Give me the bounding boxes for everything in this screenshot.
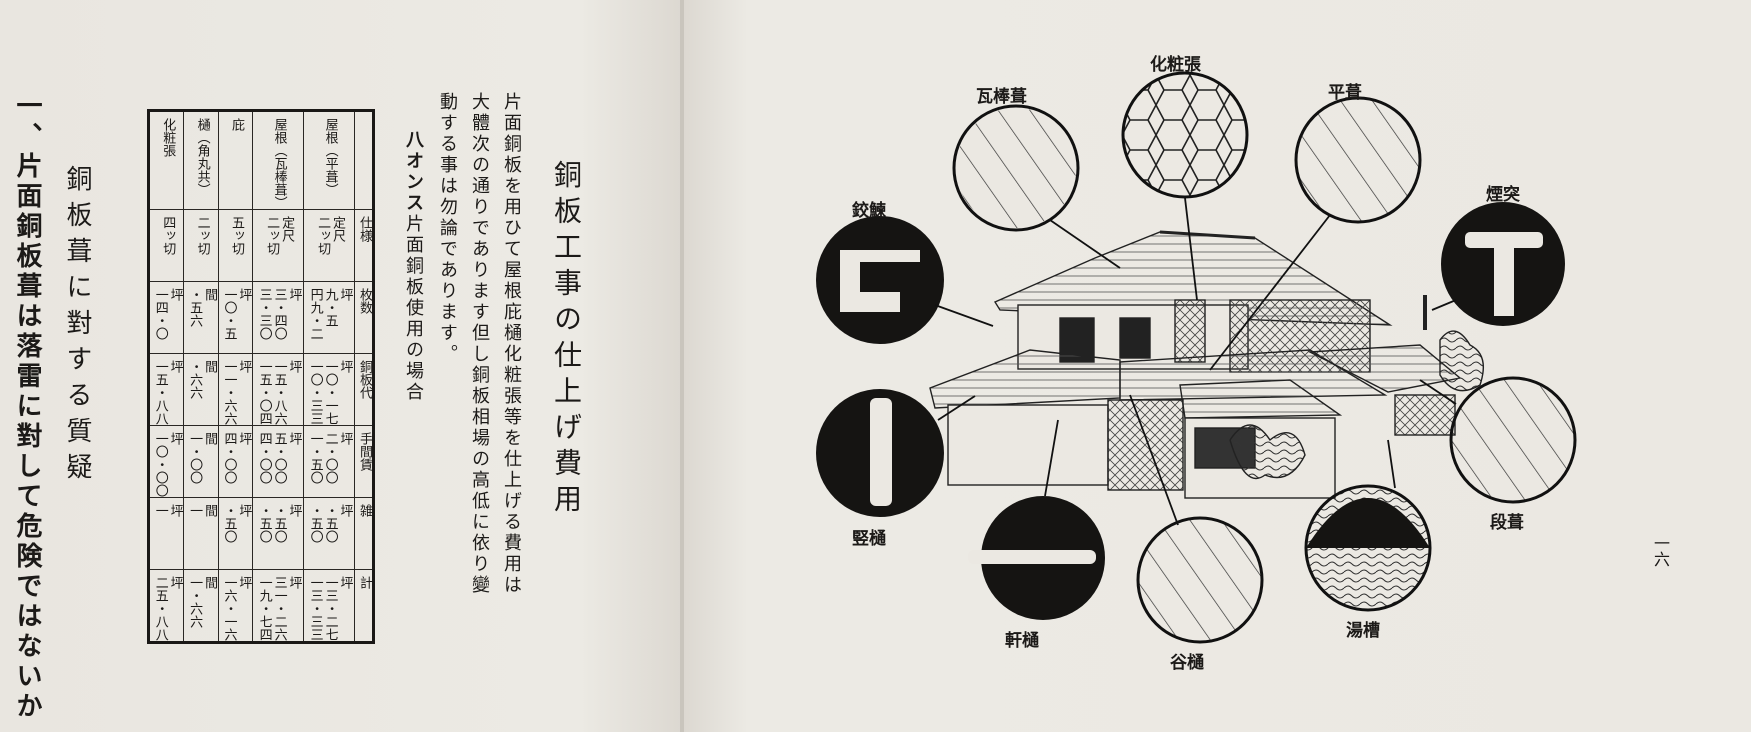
body-line: 動する事は勿論であります。 — [437, 92, 458, 365]
table-cell: 坪 三一・二六 一九・七四 — [256, 576, 302, 641]
table-cell: 間 ・五六 — [187, 288, 218, 327]
table-cell: 五ッ切 — [228, 216, 244, 255]
question-title: 一、片面銅板葺は落雷に對して危険ではないか — [12, 92, 42, 722]
label-hira: 平葺 — [1328, 83, 1362, 103]
detail-circles — [816, 71, 1577, 644]
table-cell: 坪 ・五〇 — [221, 504, 252, 543]
detail-kasho — [1121, 71, 1249, 199]
house-drawing — [929, 230, 1484, 499]
table-cell: 定尺 二ッ切 — [264, 216, 295, 255]
cost-table: 化粧張 樋（角丸共） 庇 屋根（瓦棒葺） 屋根（平葺） 四ッ切 二ッ切 五ッ切 定尺 二ッ切定尺… — [147, 109, 375, 644]
table-cell: 坪 一五・八八 — [152, 360, 183, 425]
label-kawarabo: 瓦棒葺 — [976, 87, 1027, 107]
body-line: 片面銅板を用ひて屋根庇樋化粧張等を仕上げる費用は — [501, 92, 522, 596]
table-cell: 坪 二・〇〇 一・五〇 — [307, 432, 353, 484]
table-cell: 間 一 — [187, 504, 218, 517]
table-cell: 坪 四・〇〇 — [221, 432, 252, 484]
table-cell: 坪 一一・六六 — [221, 360, 252, 425]
label-yubune: 湯槽 — [1346, 621, 1380, 641]
label-hafu: 鉸鰊 — [852, 201, 886, 221]
table-cell: 坪 二五・八八 — [152, 576, 183, 641]
table-cell: 二ッ切 — [194, 216, 210, 255]
table-cell: 間 一・〇〇 — [187, 432, 218, 484]
table-cell: 坪 一六・一六 — [221, 576, 252, 641]
section-title: 銅板工事の仕上げ費用 — [550, 160, 583, 520]
label-tatedoi: 竪樋 — [852, 529, 886, 549]
table-cell: 間 ・六六 — [187, 360, 218, 399]
table-cell: 坪 一三・二七 一三・三三 — [307, 576, 353, 641]
table-cell: 化粧張 — [160, 118, 176, 157]
table-cell: 坪 三・四〇 三・三〇 — [256, 288, 302, 340]
table-cell: 坪 一〇・一七 一〇・三三 — [307, 360, 353, 425]
left-page: 一、片面銅板葺は落雷に對して危険ではないか 銅板葺に對する質疑 化粧張 樋（角丸共… — [0, 0, 682, 732]
page-number: 一六 — [1651, 535, 1670, 567]
table-cell: 間 一・六六 — [187, 576, 218, 628]
table-header-cell: 手間賃 — [357, 432, 373, 471]
table-cell: 坪 一五・八六 一五・〇四 — [256, 360, 302, 425]
table-cell: 坪 一〇・五 — [221, 288, 252, 340]
table-cell: 坪 五・〇〇 四・〇〇 — [256, 432, 302, 484]
detail-dan — [1449, 376, 1577, 504]
table-cell: 坪 一〇・〇〇 — [152, 432, 183, 497]
table-cell: 坪 ・五〇 ・五〇 — [307, 504, 353, 543]
label-entotsu: 煙突 — [1486, 185, 1520, 205]
table-cell: 定尺 二ッ切 — [315, 216, 346, 255]
table-header-cell: 計 — [357, 576, 373, 589]
table-cell: 坪 九・五 円九・二 — [307, 288, 353, 340]
table-cell: 坪 一 — [152, 504, 183, 517]
leader-lines — [934, 197, 1457, 526]
detail-taninoki — [1136, 516, 1264, 644]
table-header-cell: 枚数 — [357, 288, 373, 314]
table-header-cell: 仕様 — [357, 216, 373, 242]
table-header-cell: 雑 — [357, 504, 373, 517]
body-line: 大體次の通りであります但し銅板相場の高低に依り變 — [469, 92, 490, 596]
note-bold: 八オンス — [403, 130, 424, 214]
detail-hafu — [816, 216, 944, 344]
label-kasho: 化粧張 — [1150, 55, 1201, 75]
table-cell: 坪 一四・〇 — [152, 288, 183, 340]
table-cell: 屋根（平葺） — [322, 118, 338, 196]
table-cell: 坪 ・五〇 ・五〇 — [256, 504, 302, 543]
table-cell: 庇 — [228, 118, 244, 131]
table-cell: 樋（角丸共） — [194, 118, 210, 196]
note-line: 八オンス片面銅板使用の場合 — [403, 130, 424, 403]
table-header-cell: 銅板代 — [357, 360, 373, 399]
table-cell: 四ッ切 — [160, 216, 176, 255]
answer-heading: 銅板葺に對する質疑 — [62, 165, 92, 489]
label-nokidoi: 軒樋 — [1005, 631, 1039, 651]
book-gutter — [680, 0, 686, 732]
detail-hira — [1294, 96, 1422, 224]
table-cell: 屋根（瓦棒葺） — [271, 118, 287, 209]
label-dan: 段葺 — [1490, 513, 1524, 533]
note-rest: 片面銅板使用の場合 — [403, 214, 424, 403]
label-taninoki: 谷樋 — [1170, 653, 1204, 673]
